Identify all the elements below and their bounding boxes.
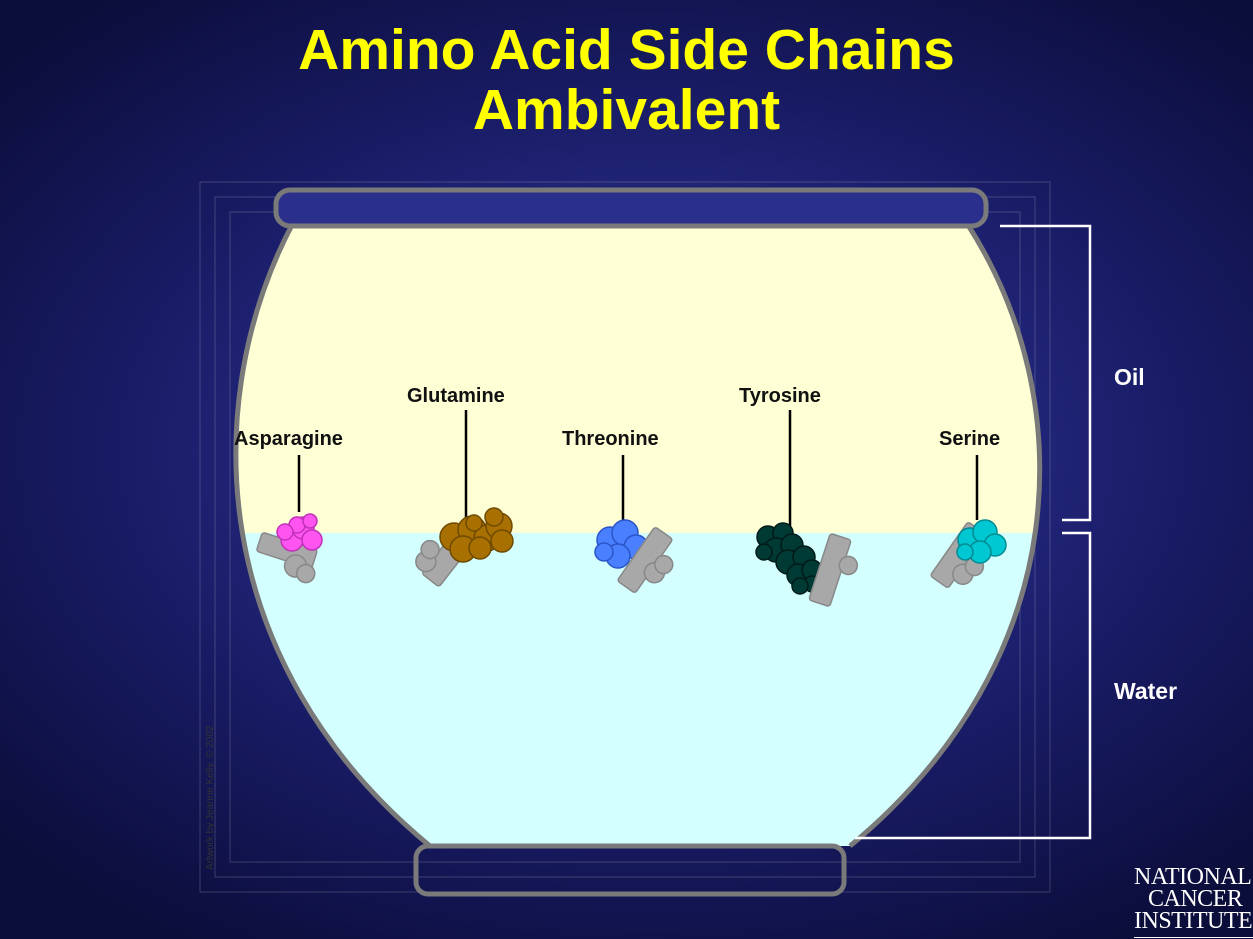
water-bracket bbox=[855, 531, 1092, 840]
asparagine-molecule bbox=[256, 513, 323, 584]
nci-logo: NATIONAL CANCER INSTITUTE bbox=[1134, 864, 1253, 938]
serine-molecule bbox=[930, 519, 1007, 588]
oil-region-label: Oil bbox=[1114, 364, 1145, 390]
bowl-base bbox=[413, 843, 847, 897]
logo-line-2: CANCER bbox=[1148, 886, 1243, 912]
logo-underline bbox=[1134, 937, 1253, 938]
serine-label: Serine bbox=[939, 428, 1001, 450]
water-region-label: Water bbox=[1114, 678, 1178, 704]
bowl-rim bbox=[273, 187, 989, 229]
oil-layer bbox=[235, 225, 1040, 534]
artwork-credit: Artwork by Jeanne Kelly. © 2002. bbox=[205, 722, 216, 870]
asparagine-label: Asparagine bbox=[234, 428, 343, 450]
glutamine-label: Glutamine bbox=[407, 385, 505, 407]
threonine-label: Threonine bbox=[562, 428, 659, 450]
title-line-2: Ambivalent bbox=[472, 78, 781, 142]
tyrosine-label: Tyrosine bbox=[739, 385, 821, 407]
oil-bracket bbox=[1000, 224, 1092, 522]
logo-line-1: NATIONAL bbox=[1134, 864, 1252, 890]
glutamine-molecule bbox=[415, 507, 514, 587]
logo-line-3: INSTITUTE bbox=[1134, 908, 1253, 934]
threonine-molecule bbox=[594, 519, 674, 593]
tyrosine-molecule bbox=[755, 522, 859, 607]
bowl-outline bbox=[233, 223, 1043, 848]
slide-title: Amino Acid Side Chains Ambivalent bbox=[0, 20, 1253, 140]
title-line-1: Amino Acid Side Chains bbox=[298, 18, 955, 82]
